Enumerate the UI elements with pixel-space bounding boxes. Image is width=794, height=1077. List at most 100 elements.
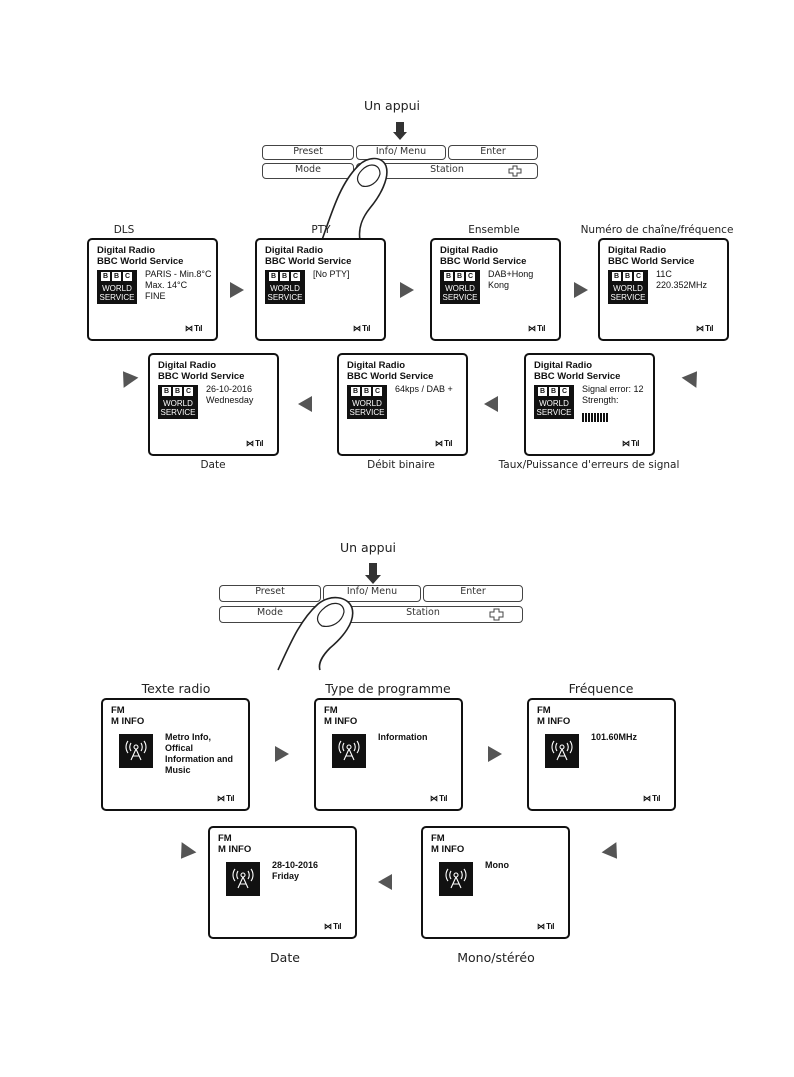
screen-station: M INFO [324, 716, 358, 727]
fm-screen-frequency: FM M INFO 101.60MHz ⋈ Tıl [527, 698, 676, 811]
radio-antenna-icon [332, 734, 366, 768]
loop-arrow-icon [173, 842, 197, 864]
signal-antenna-icon: ⋈ Tıl [184, 324, 203, 333]
signal-antenna-icon: ⋈ Tıl [352, 324, 371, 333]
screen-station: BBC World Service [347, 371, 434, 382]
screen-title: FM [111, 705, 125, 716]
caption-radio-text: Texte radio [141, 681, 211, 696]
radio-antenna-icon [226, 862, 260, 896]
screen-title: Digital Radio [440, 245, 499, 256]
screen-station: BBC World Service [440, 256, 527, 267]
signal-antenna-icon: ⋈ Tıl [536, 922, 555, 931]
screen-title: FM [218, 833, 232, 844]
screen-station: M INFO [537, 716, 571, 727]
screen-station: M INFO [431, 844, 465, 855]
screen-station: M INFO [218, 844, 252, 855]
radio-antenna-icon [439, 862, 473, 896]
enter-button[interactable]: Enter [423, 585, 523, 602]
signal-antenna-icon: ⋈ Tıl [642, 794, 661, 803]
screen-station: BBC World Service [158, 371, 245, 382]
finger-icon [277, 596, 354, 671]
loop-arrow-icon [601, 842, 625, 864]
plus-icon [489, 608, 504, 621]
loop-arrow-icon [681, 366, 705, 388]
screen-info-text: 64kps / DAB + [395, 384, 453, 394]
caption-pty: PTY [311, 224, 331, 236]
preset-button[interactable]: Preset [219, 585, 321, 602]
caption-dls: DLS [113, 224, 135, 236]
screen-station: BBC World Service [534, 371, 621, 382]
fm-screen-programme-type: FM M INFO Information ⋈ Tıl [314, 698, 463, 811]
fm-screen-radio-text: FM M INFO Metro Info, Offical Informatio… [101, 698, 250, 811]
screen-info-text: 101.60MHz [591, 732, 638, 742]
signal-antenna-icon: ⋈ Tıl [245, 439, 264, 448]
screen-station: M INFO [111, 716, 145, 727]
caption-date: Date [200, 459, 226, 471]
station-button[interactable]: Station [323, 606, 523, 623]
info-menu-button[interactable]: Info/ Menu [356, 145, 446, 160]
dab-control-panel: Preset Info/ Menu Enter Mode Station [262, 145, 538, 181]
screen-info-text: 26-10-2016 Wednesday [206, 384, 254, 405]
radio-antenna-icon [545, 734, 579, 768]
signal-antenna-icon: ⋈ Tıl [429, 794, 448, 803]
screen-title: FM [431, 833, 445, 844]
screen-title: Digital Radio [265, 245, 324, 256]
signal-antenna-icon: ⋈ Tıl [621, 439, 640, 448]
screen-info-text: DAB+Hong Kong [488, 269, 534, 290]
caption-programme-type: Type de programme [325, 681, 451, 696]
next-arrow-icon [230, 282, 244, 298]
screen-title: Digital Radio [97, 245, 156, 256]
screen-info-text: Signal error: 12 Strength: [582, 384, 644, 405]
caption-ensemble: Ensemble [468, 224, 520, 236]
signal-antenna-icon: ⋈ Tıl [216, 794, 235, 803]
screen-title: Digital Radio [158, 360, 217, 371]
screen-info-text: Metro Info, Offical Information and Musi… [165, 732, 233, 775]
fm-screen-date: FM M INFO 28-10-2016 Friday ⋈ Tıl [208, 826, 357, 939]
dab-press-label: Un appui [364, 98, 420, 113]
press-arrow-icon [393, 122, 407, 140]
preset-button[interactable]: Preset [262, 145, 354, 160]
next-arrow-icon [400, 282, 414, 298]
caption-mono-stereo: Mono/stéréo [457, 950, 535, 965]
plus-icon [508, 165, 522, 177]
prev-arrow-icon [484, 396, 498, 412]
screen-info-text: 28-10-2016 Friday [272, 860, 319, 881]
finger-icon [321, 157, 388, 241]
screen-station: BBC World Service [265, 256, 352, 267]
signal-antenna-icon: ⋈ Tıl [323, 922, 342, 931]
screen-title: Digital Radio [347, 360, 406, 371]
caption-bitrate: Débit binaire [367, 459, 435, 471]
screen-info-text: PARIS - Min.8°C Max. 14°C FINE [145, 269, 212, 301]
loop-arrow-icon [115, 366, 139, 388]
screen-info-text: 11C 220.352MHz [656, 269, 708, 290]
enter-button[interactable]: Enter [448, 145, 538, 160]
caption-channel-frequency: Numéro de chaîne/fréquence [580, 224, 734, 236]
screen-info-text: Information [378, 732, 428, 742]
caption-fm-date: Date [270, 950, 300, 965]
strength-bar-icon [582, 407, 609, 427]
screen-station: BBC World Service [97, 256, 184, 267]
signal-antenna-icon: ⋈ Tıl [527, 324, 546, 333]
screen-title: FM [324, 705, 338, 716]
next-arrow-icon [488, 746, 502, 762]
screen-title: Digital Radio [534, 360, 593, 371]
screen-info-text: [No PTY] [313, 269, 350, 279]
info-menu-button[interactable]: Info/ Menu [323, 585, 421, 602]
screen-title: Digital Radio [608, 245, 667, 256]
caption-signal-error: Taux/Puissance d'erreurs de signal [498, 459, 680, 471]
prev-arrow-icon [378, 874, 392, 890]
next-arrow-icon [574, 282, 588, 298]
